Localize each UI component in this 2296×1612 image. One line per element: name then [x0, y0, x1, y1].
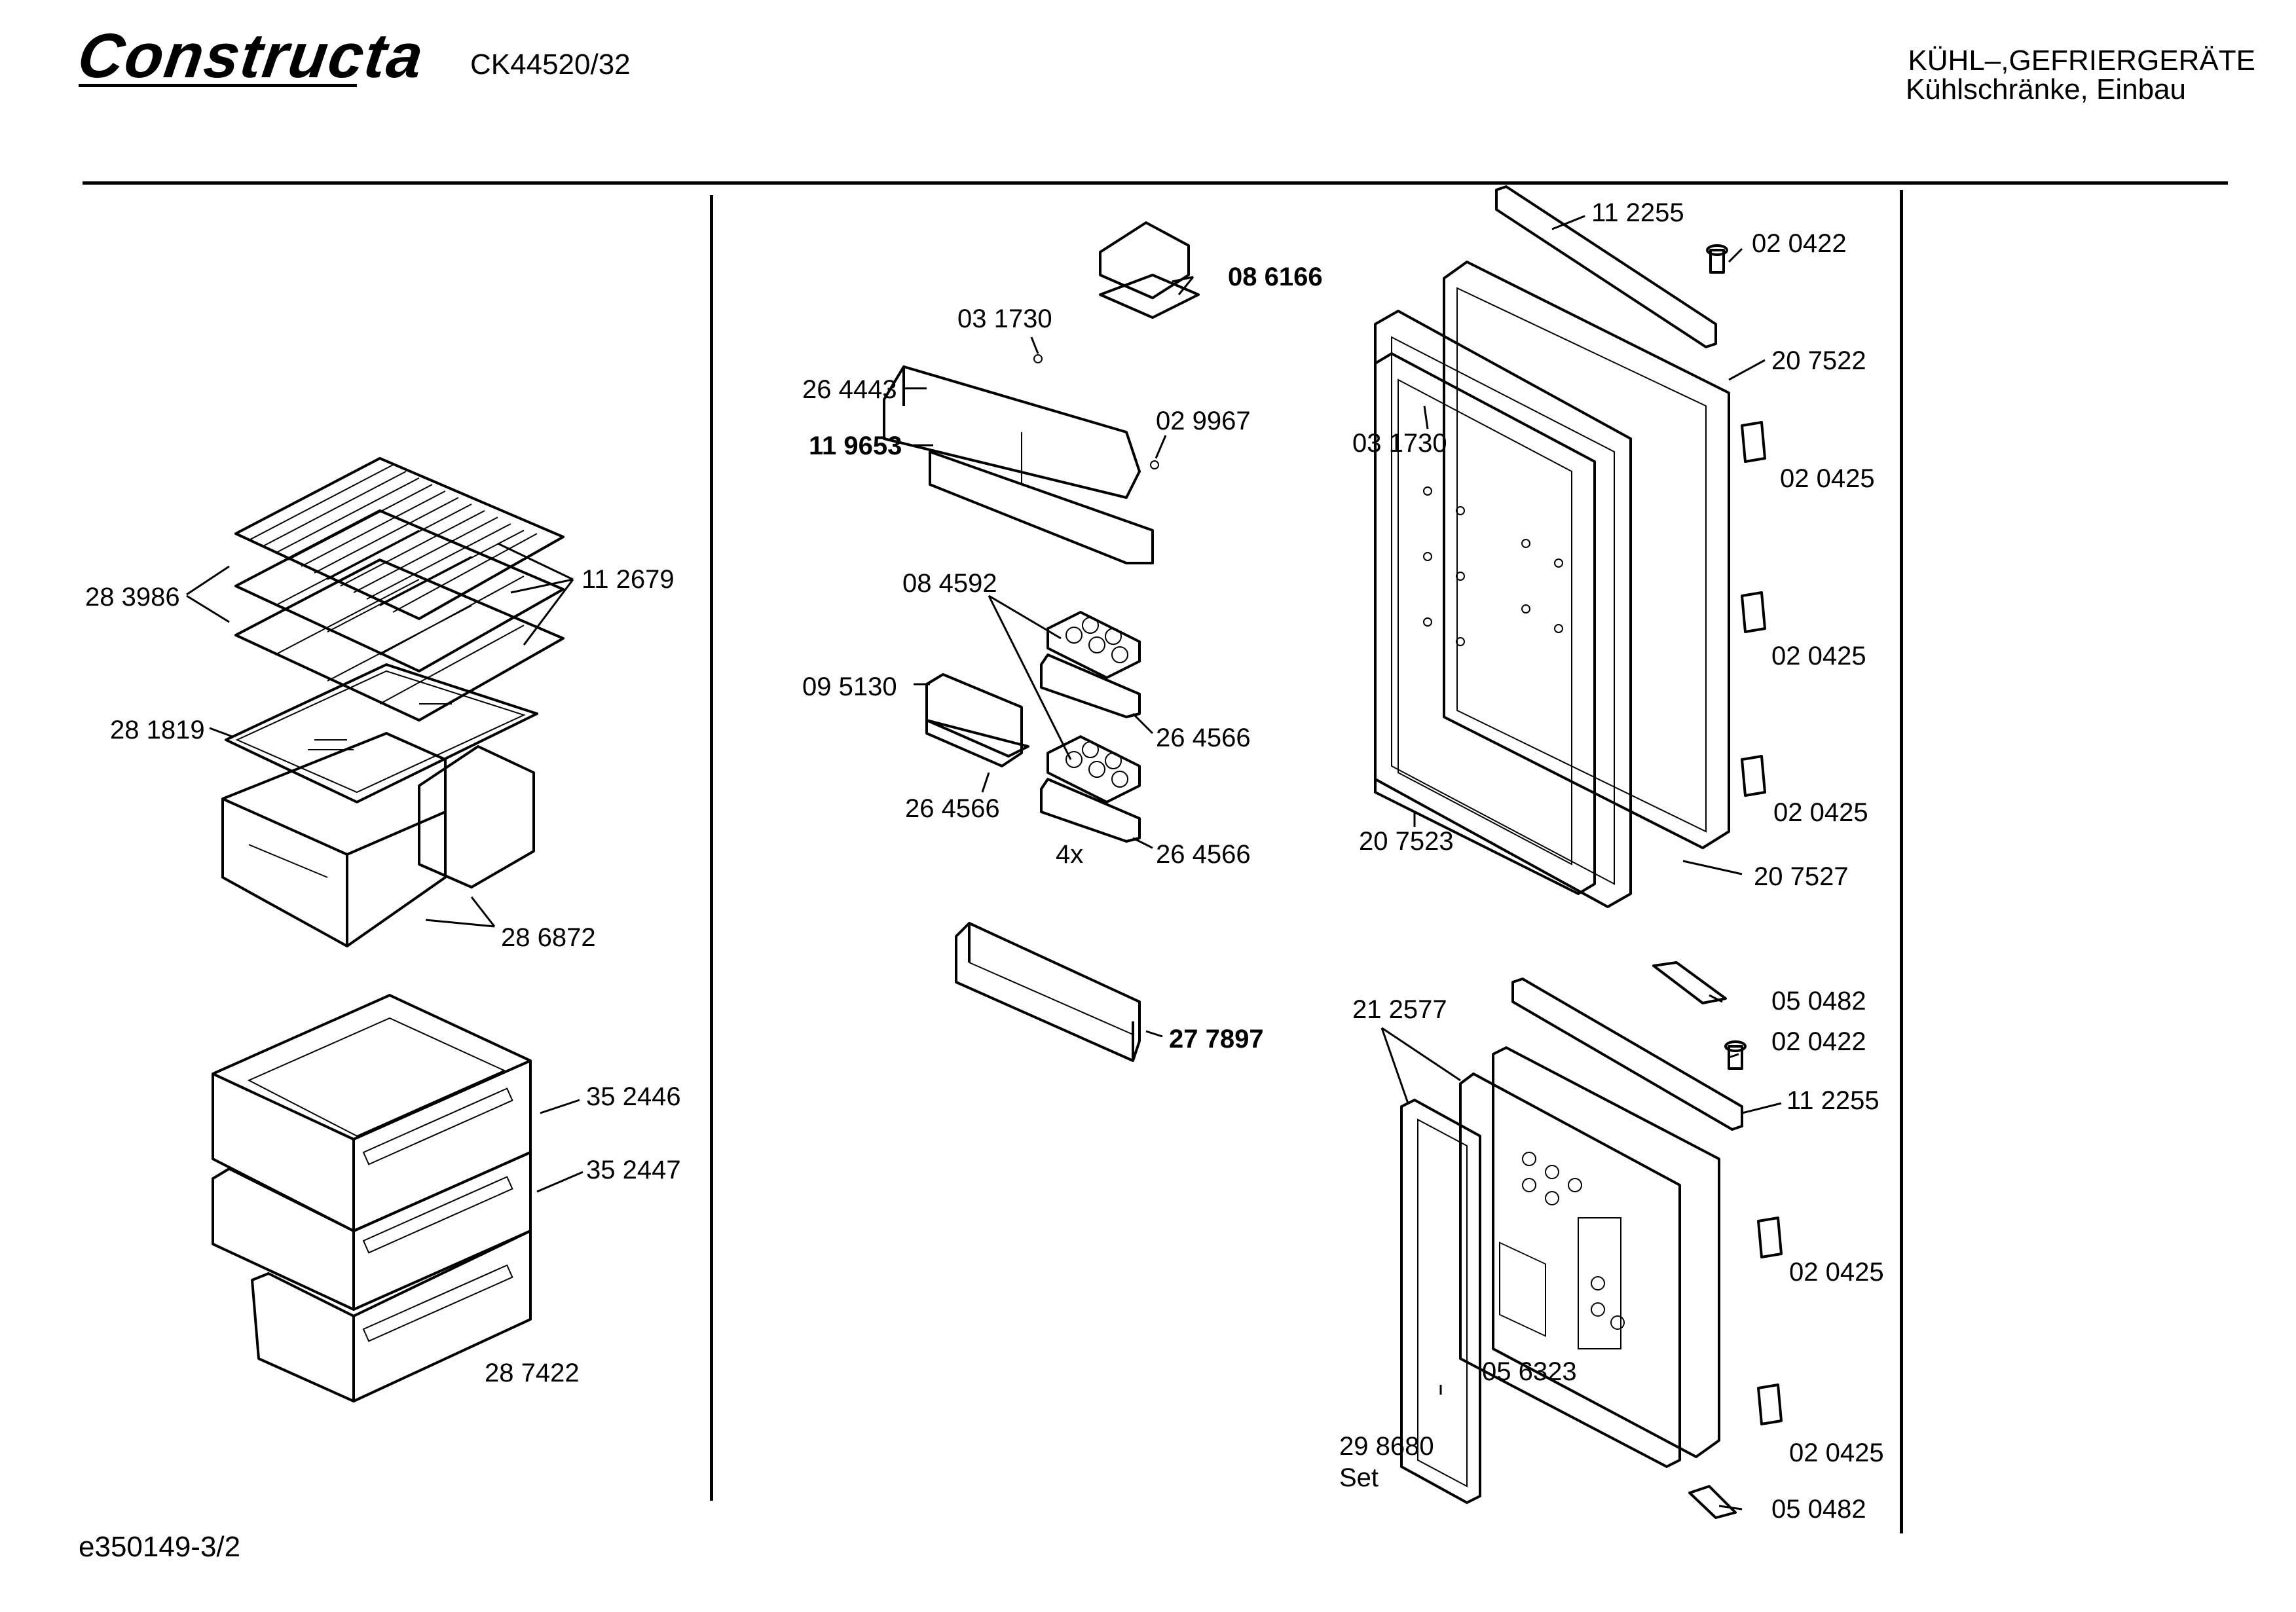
- screws-middle: [1033, 354, 1159, 469]
- label-212577: 21 2577: [1352, 995, 1447, 1024]
- egg-tray-lower: [1040, 735, 1141, 843]
- freezer-frame-set: [1400, 1099, 1481, 1504]
- door-outer-panel: [1443, 261, 1730, 849]
- label-084592: 08 4592: [902, 569, 997, 598]
- hinge-clips-lower: [1757, 1217, 1783, 1425]
- wire-shelf-lower: [234, 559, 565, 722]
- header-rule: [83, 181, 2228, 185]
- label-050482-a: 05 0482: [1771, 987, 1866, 1016]
- label-352447: 35 2447: [586, 1156, 681, 1184]
- leaders-middle: [904, 276, 1194, 1038]
- divider-right: [1900, 190, 1903, 1533]
- crisper-boxes: [221, 732, 535, 947]
- hinge-clips-upper: [1741, 421, 1766, 797]
- label-029967: 02 9967: [1156, 407, 1251, 435]
- label-277897: 27 7897: [1169, 1025, 1264, 1053]
- butter-lid: [1099, 221, 1200, 319]
- label-4x: 4x: [1056, 840, 1083, 869]
- label-298680: 29 8680: [1339, 1432, 1434, 1461]
- label-050482-b: 05 0482: [1771, 1495, 1866, 1524]
- label-286872: 28 6872: [501, 923, 596, 952]
- leaders-right: [1380, 215, 1782, 1511]
- label-264566-b: 26 4566: [905, 794, 1000, 823]
- category-title: KÜHL–,GEFRIERGERÄTE: [1908, 45, 2255, 77]
- label-031730-b: 03 1730: [1352, 429, 1447, 458]
- screw-upper: [1706, 244, 1728, 274]
- drawer-bottom: [251, 1230, 532, 1402]
- label-207522: 20 7522: [1771, 346, 1866, 375]
- drawer-middle: [212, 1151, 532, 1311]
- freezer-door-outer: [1492, 1046, 1720, 1458]
- drawer-top: [212, 994, 532, 1232]
- label-352446: 35 2446: [586, 1082, 681, 1111]
- category-subtitle: Kühlschränke, Einbau: [1905, 73, 2186, 105]
- label-264443: 26 4443: [802, 375, 897, 404]
- label-095130: 09 5130: [802, 672, 897, 701]
- label-119653: 11 9653: [809, 431, 902, 460]
- label-281819: 28 1819: [110, 716, 205, 744]
- label-112255-a: 11 2255: [1591, 198, 1684, 227]
- label-264566-a: 26 4566: [1156, 724, 1251, 752]
- label-112255-b: 11 2255: [1787, 1086, 1879, 1115]
- label-020425-b: 02 0425: [1771, 642, 1866, 670]
- door-hinge-strip-lower: [1511, 978, 1743, 1131]
- glass-shelf: [225, 663, 538, 803]
- butter-compartment: [883, 365, 1154, 564]
- logo-underline: [79, 84, 357, 87]
- label-086166: 08 6166: [1228, 263, 1323, 291]
- label-264566-c: 26 4566: [1156, 840, 1251, 869]
- label-set: Set: [1339, 1463, 1379, 1492]
- label-207523: 20 7523: [1359, 827, 1454, 856]
- divider-left: [710, 195, 713, 1501]
- model-number: CK44520/32: [470, 48, 631, 81]
- part-number-labels: 28 3986 11 2679 28 1819 28 6872 35 2446 …: [85, 198, 1884, 1524]
- label-020422-b: 02 0422: [1771, 1027, 1866, 1056]
- drawing-id: e350149-3/2: [79, 1531, 241, 1563]
- label-020425-c: 02 0425: [1773, 798, 1868, 827]
- freezer-door-liner: [1459, 1072, 1681, 1468]
- label-020425-d: 02 0425: [1789, 1258, 1884, 1287]
- label-207527: 20 7527: [1754, 862, 1849, 891]
- label-283986: 28 3986: [85, 583, 180, 612]
- label-020425-a: 02 0425: [1780, 464, 1875, 493]
- egg-tray-upper: [1040, 611, 1141, 718]
- label-020425-e: 02 0425: [1789, 1438, 1884, 1467]
- hinge-covers: [1652, 961, 1737, 1519]
- label-112679: 11 2679: [582, 565, 675, 594]
- bottle-shelf: [955, 922, 1141, 1062]
- label-287422: 28 7422: [485, 1359, 580, 1387]
- door-hinge-strip-upper: [1495, 185, 1717, 348]
- small-door-shelf: [925, 673, 1029, 767]
- door-liner: [1374, 352, 1596, 895]
- label-031730-a: 03 1730: [957, 304, 1052, 333]
- label-020422-a: 02 0422: [1752, 229, 1847, 258]
- label-056323: 05 6323: [1482, 1357, 1577, 1386]
- leaders-left: [186, 542, 583, 1193]
